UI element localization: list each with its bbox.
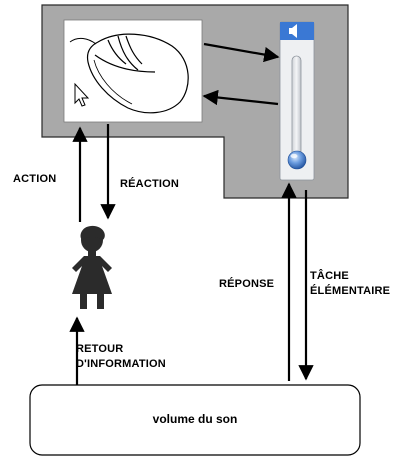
arrow-mouse-to-slider bbox=[203, 42, 280, 63]
child-silhouette-icon bbox=[72, 225, 112, 309]
bottom-box bbox=[29, 384, 361, 456]
slider-knob bbox=[287, 150, 307, 170]
volume-slider bbox=[279, 21, 315, 181]
label-tache-line1: TÂCHE bbox=[310, 270, 349, 282]
label-reponse: RÉPONSE bbox=[219, 278, 275, 290]
label-tache-line2: ÉLÉMENTAIRE bbox=[310, 285, 391, 297]
mouse-image bbox=[63, 19, 203, 123]
label-action: ACTION bbox=[13, 173, 57, 185]
label-retour-line1: RETOUR bbox=[76, 343, 124, 355]
speaker-icon bbox=[289, 24, 297, 38]
label-retour-line2: D'INFORMATION bbox=[76, 358, 166, 370]
arrow-slider-to-mouse bbox=[202, 89, 279, 106]
bottom-box-label: volume du son bbox=[152, 412, 238, 426]
computer-mouse-icon bbox=[69, 33, 189, 114]
arrow-cursor-icon bbox=[74, 82, 90, 107]
label-reaction: RÉACTION bbox=[120, 178, 180, 190]
slider-track bbox=[291, 55, 302, 161]
